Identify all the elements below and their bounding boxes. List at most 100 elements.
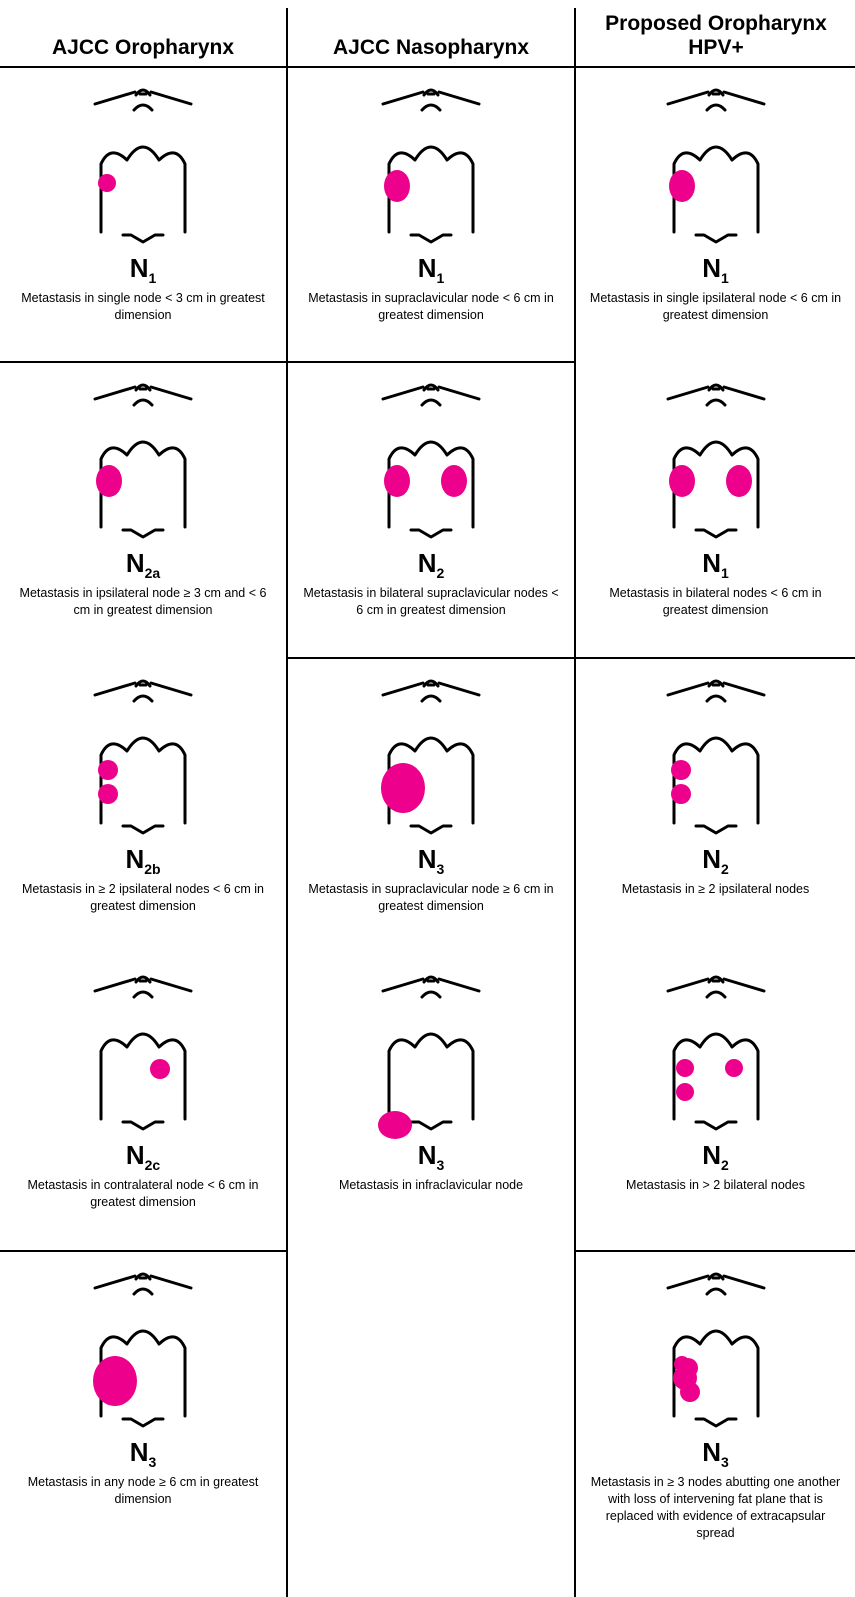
neck-outline-diagram [373,673,489,845]
anatomy-line [439,387,479,399]
anatomy-line [439,683,479,695]
neck-outline-diagram [658,1266,774,1438]
anatomy-line [134,992,152,997]
anatomy-line [134,1289,152,1294]
anatomy-line [123,1419,163,1426]
stage-subscript: 3 [148,1454,156,1470]
anatomy-line [724,92,764,104]
metastatic-node [676,1083,694,1101]
anatomy-line [411,826,451,833]
stage-letter: N [418,253,437,283]
stage-label: N1 [288,254,574,292]
stage-subscript: 2 [721,861,729,877]
anatomy-line [724,387,764,399]
anatomy-line [668,92,708,104]
metastatic-node [93,1356,137,1406]
stage-label: N3 [288,845,574,883]
anatomy-line [101,1034,185,1119]
stage-label: N2a [0,549,286,587]
anatomy-line [707,400,725,405]
header-oropharynx: AJCC Oropharynx [0,0,286,66]
stage-description: Metastasis in any node ≥ 6 cm in greates… [12,1474,274,1508]
stage-label: N2 [576,1141,855,1179]
stage-description: Metastasis in ≥ 2 ipsilateral nodes [588,881,843,898]
stage-description: Metastasis in single node < 3 cm in grea… [12,290,274,324]
anatomy-line [411,1122,451,1129]
anatomy-line [95,387,135,399]
stage-letter: N [702,1140,721,1170]
anatomy-line [134,400,152,405]
anatomy-line [383,979,423,991]
stage-letter: N [126,548,145,578]
stage-label: N3 [576,1438,855,1476]
metastatic-node [381,763,425,813]
stage-subscript: 2a [145,565,161,581]
cell-naso-n1: N1Metastasis in supraclavicular node < 6… [288,68,574,360]
anatomy-line [123,1122,163,1129]
stage-description: Metastasis in supraclavicular node < 6 c… [300,290,562,324]
anatomy-line [95,92,135,104]
cell-oro-n3: N3Metastasis in any node ≥ 6 cm in great… [0,1252,286,1597]
anatomy-line [696,826,736,833]
anatomy-line [134,105,152,110]
stage-letter: N [130,1437,149,1467]
stage-description: Metastasis in infraclavicular node [300,1177,562,1194]
metastatic-node [726,465,752,497]
anatomy-line [151,979,191,991]
stage-label: N3 [288,1141,574,1179]
anatomy-line [383,92,423,104]
anatomy-line [439,92,479,104]
anatomy-line [707,105,725,110]
neck-outline-diagram [85,673,201,845]
neck-outline-diagram [85,969,201,1141]
anatomy-line [123,235,163,242]
anatomy-line [151,1276,191,1288]
anatomy-line [422,992,440,997]
anatomy-line [668,979,708,991]
metastatic-node [98,784,118,804]
anatomy-line [724,979,764,991]
stage-description: Metastasis in bilateral nodes < 6 cm in … [588,585,843,619]
stage-description: Metastasis in supraclavicular node ≥ 6 c… [300,881,562,915]
neck-outline-diagram [85,82,201,254]
anatomy-line [724,683,764,695]
stage-label: N2 [576,845,855,883]
stage-letter: N [125,844,144,874]
metastatic-node [671,784,691,804]
anatomy-line [95,979,135,991]
stage-letter: N [702,548,721,578]
stage-letter: N [126,1140,145,1170]
stage-subscript: 3 [721,1454,729,1470]
anatomy-line [134,696,152,701]
anatomy-line [123,530,163,537]
neck-outline-diagram [658,377,774,549]
stage-subscript: 3 [436,861,444,877]
metastatic-node [669,170,695,202]
neck-outline-diagram [373,377,489,549]
cell-naso-n3-infra: N3Metastasis in infraclavicular node [288,955,574,1249]
anatomy-line [95,1276,135,1288]
stage-letter: N [702,844,721,874]
header-nasopharynx: AJCC Nasopharynx [288,0,574,66]
anatomy-line [668,387,708,399]
metastatic-node [150,1059,170,1079]
cell-hpv-n1-bilateral: N1Metastasis in bilateral nodes < 6 cm i… [576,363,855,657]
stage-subscript: 1 [148,270,156,286]
anatomy-line [101,738,185,823]
stage-subscript: 1 [721,270,729,286]
stage-description: Metastasis in contralateral node < 6 cm … [12,1177,274,1211]
stage-description: Metastasis in ipsilateral node ≥ 3 cm an… [12,585,274,619]
stage-subscript: 2 [436,565,444,581]
anatomy-line [707,992,725,997]
anatomy-line [696,1419,736,1426]
stage-description: Metastasis in single ipsilateral node < … [588,290,843,324]
stage-letter: N [418,1140,437,1170]
stage-label: N1 [576,254,855,292]
stage-subscript: 2b [144,861,160,877]
anatomy-line [439,979,479,991]
